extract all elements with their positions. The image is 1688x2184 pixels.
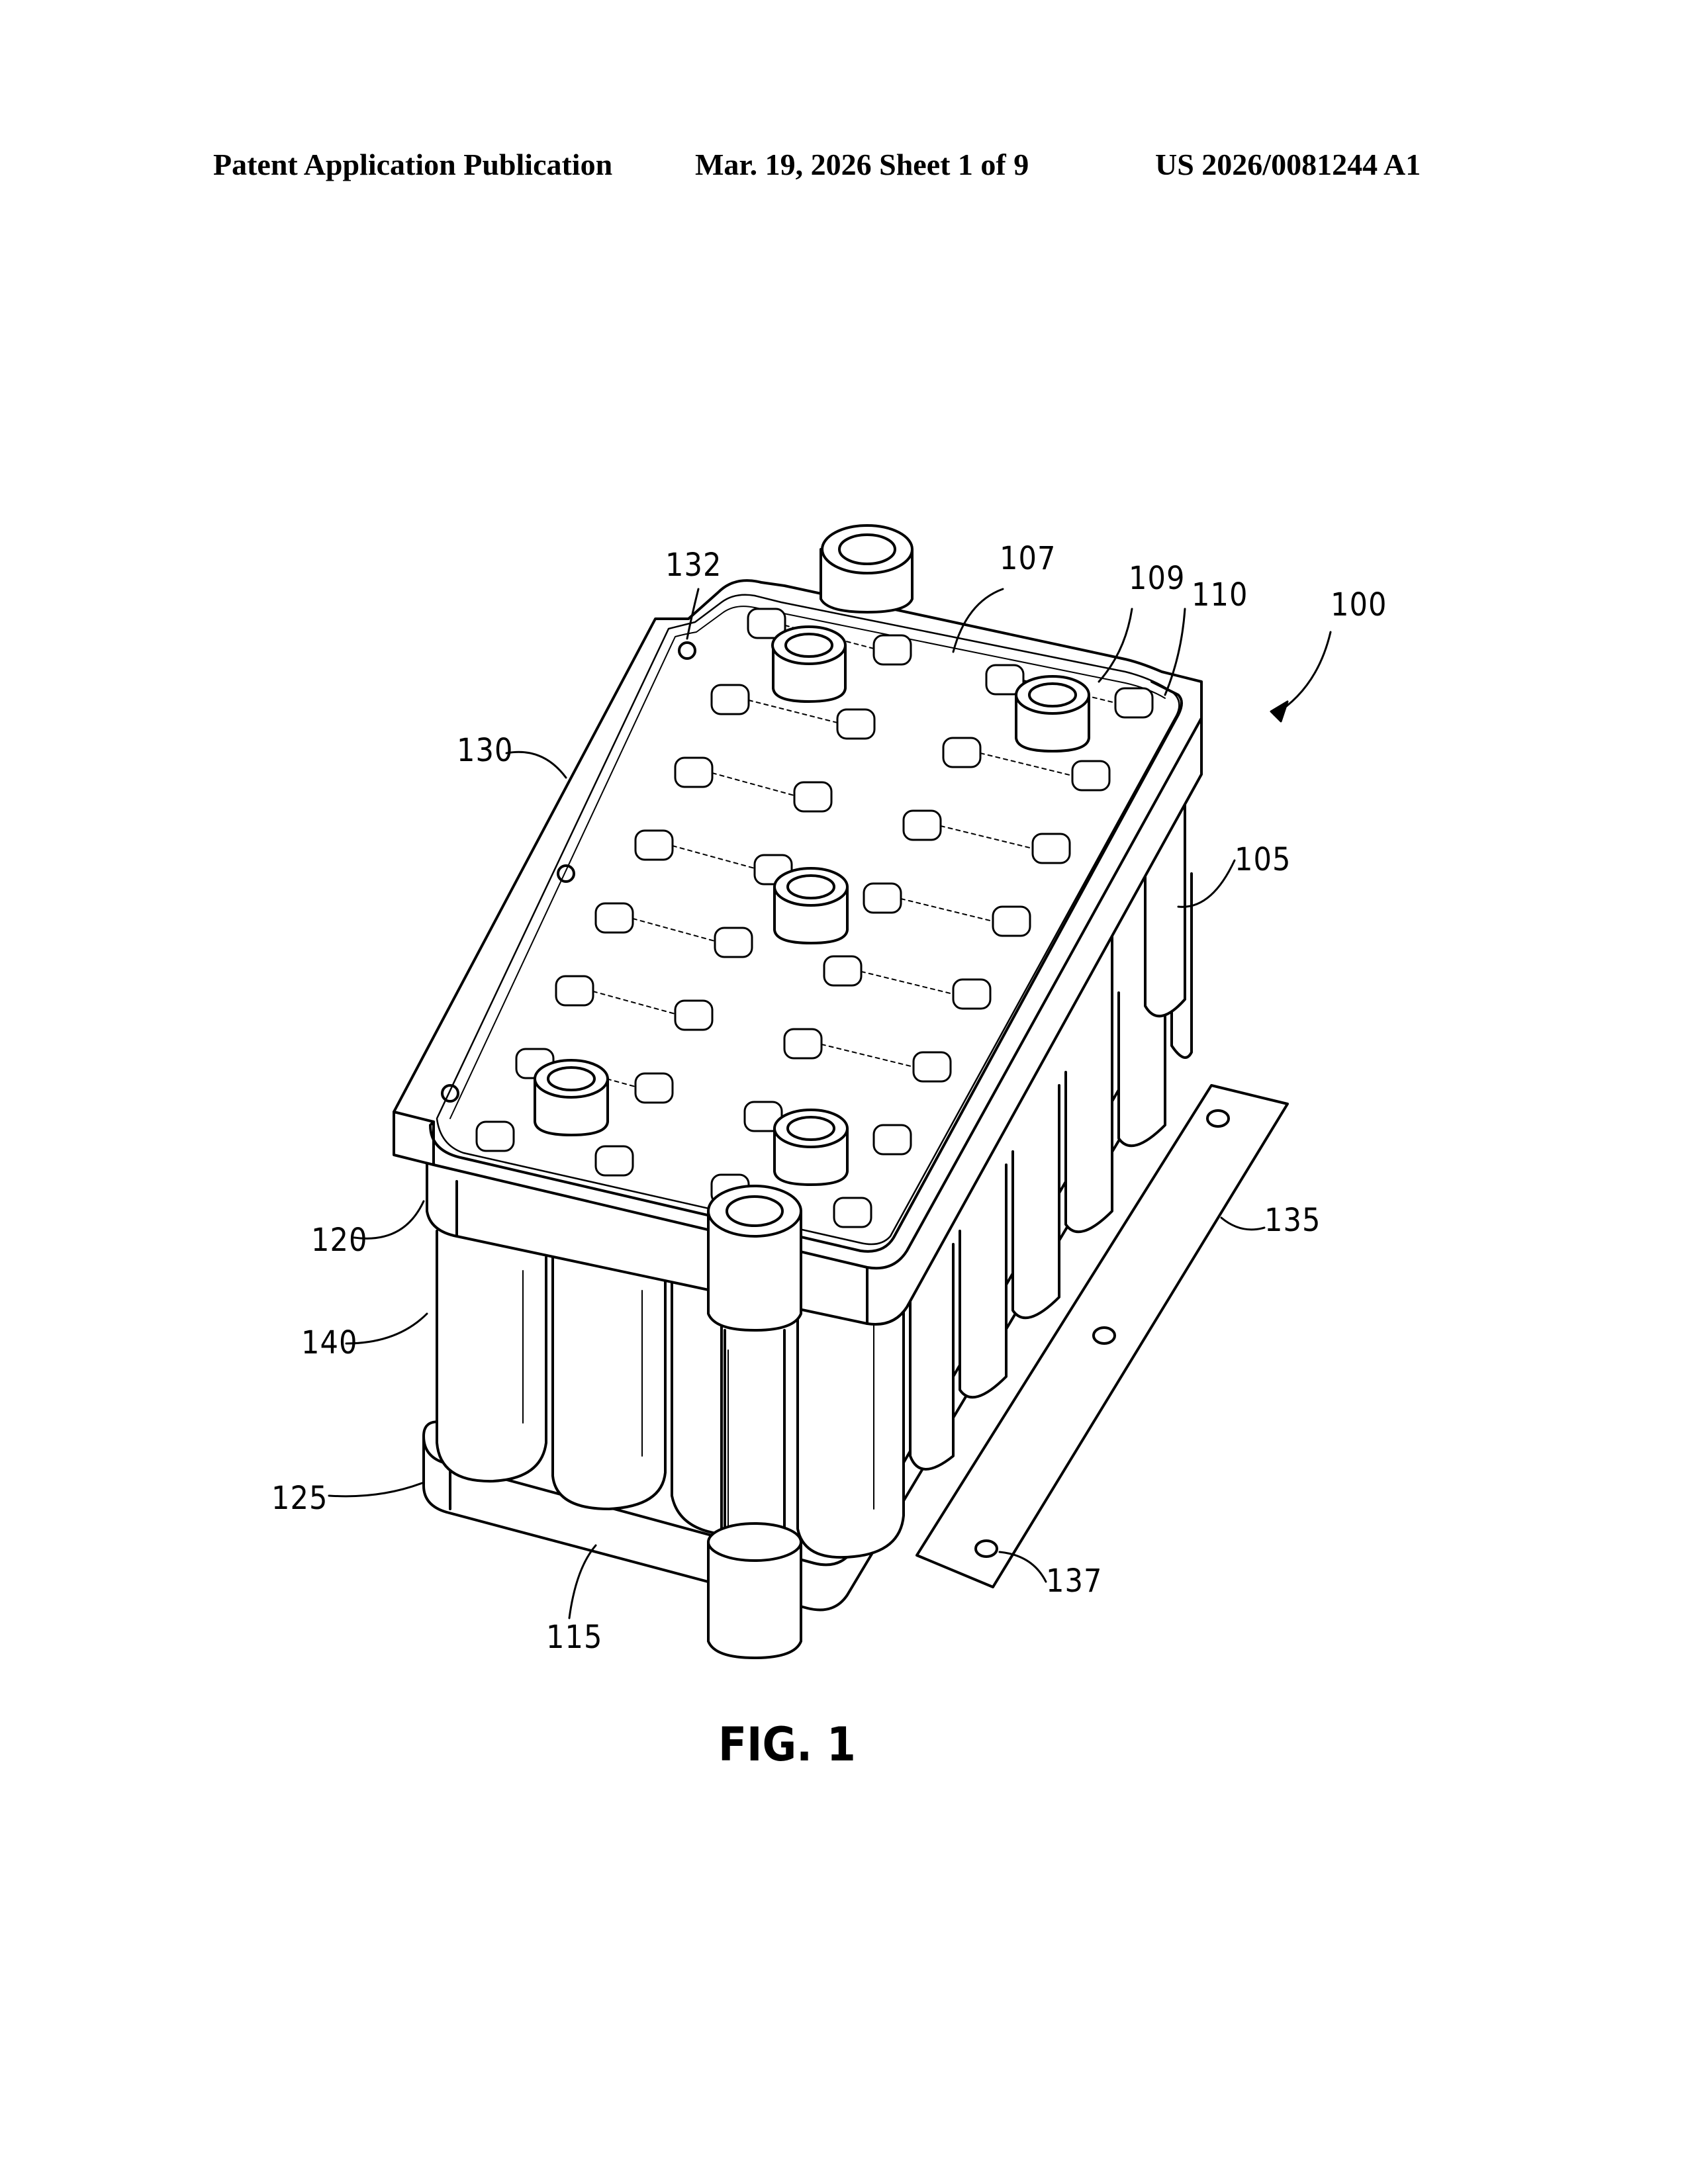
- ref-115: 115: [546, 1619, 602, 1656]
- ref-132: 132: [665, 547, 722, 584]
- ref-125: 125: [271, 1480, 328, 1517]
- ref-120: 120: [311, 1222, 367, 1259]
- figure-caption: FIG. 1: [718, 1717, 856, 1772]
- ref-137: 137: [1046, 1563, 1102, 1600]
- ref-130: 130: [457, 732, 513, 769]
- ref-107: 107: [1000, 540, 1056, 577]
- ref-100: 100: [1331, 586, 1387, 623]
- ref-135: 135: [1264, 1202, 1321, 1239]
- ref-140: 140: [301, 1324, 357, 1361]
- rear-terminal-post: [821, 525, 912, 612]
- ref-110: 110: [1192, 576, 1248, 614]
- ref-105: 105: [1235, 841, 1291, 878]
- ref-109: 109: [1129, 560, 1185, 597]
